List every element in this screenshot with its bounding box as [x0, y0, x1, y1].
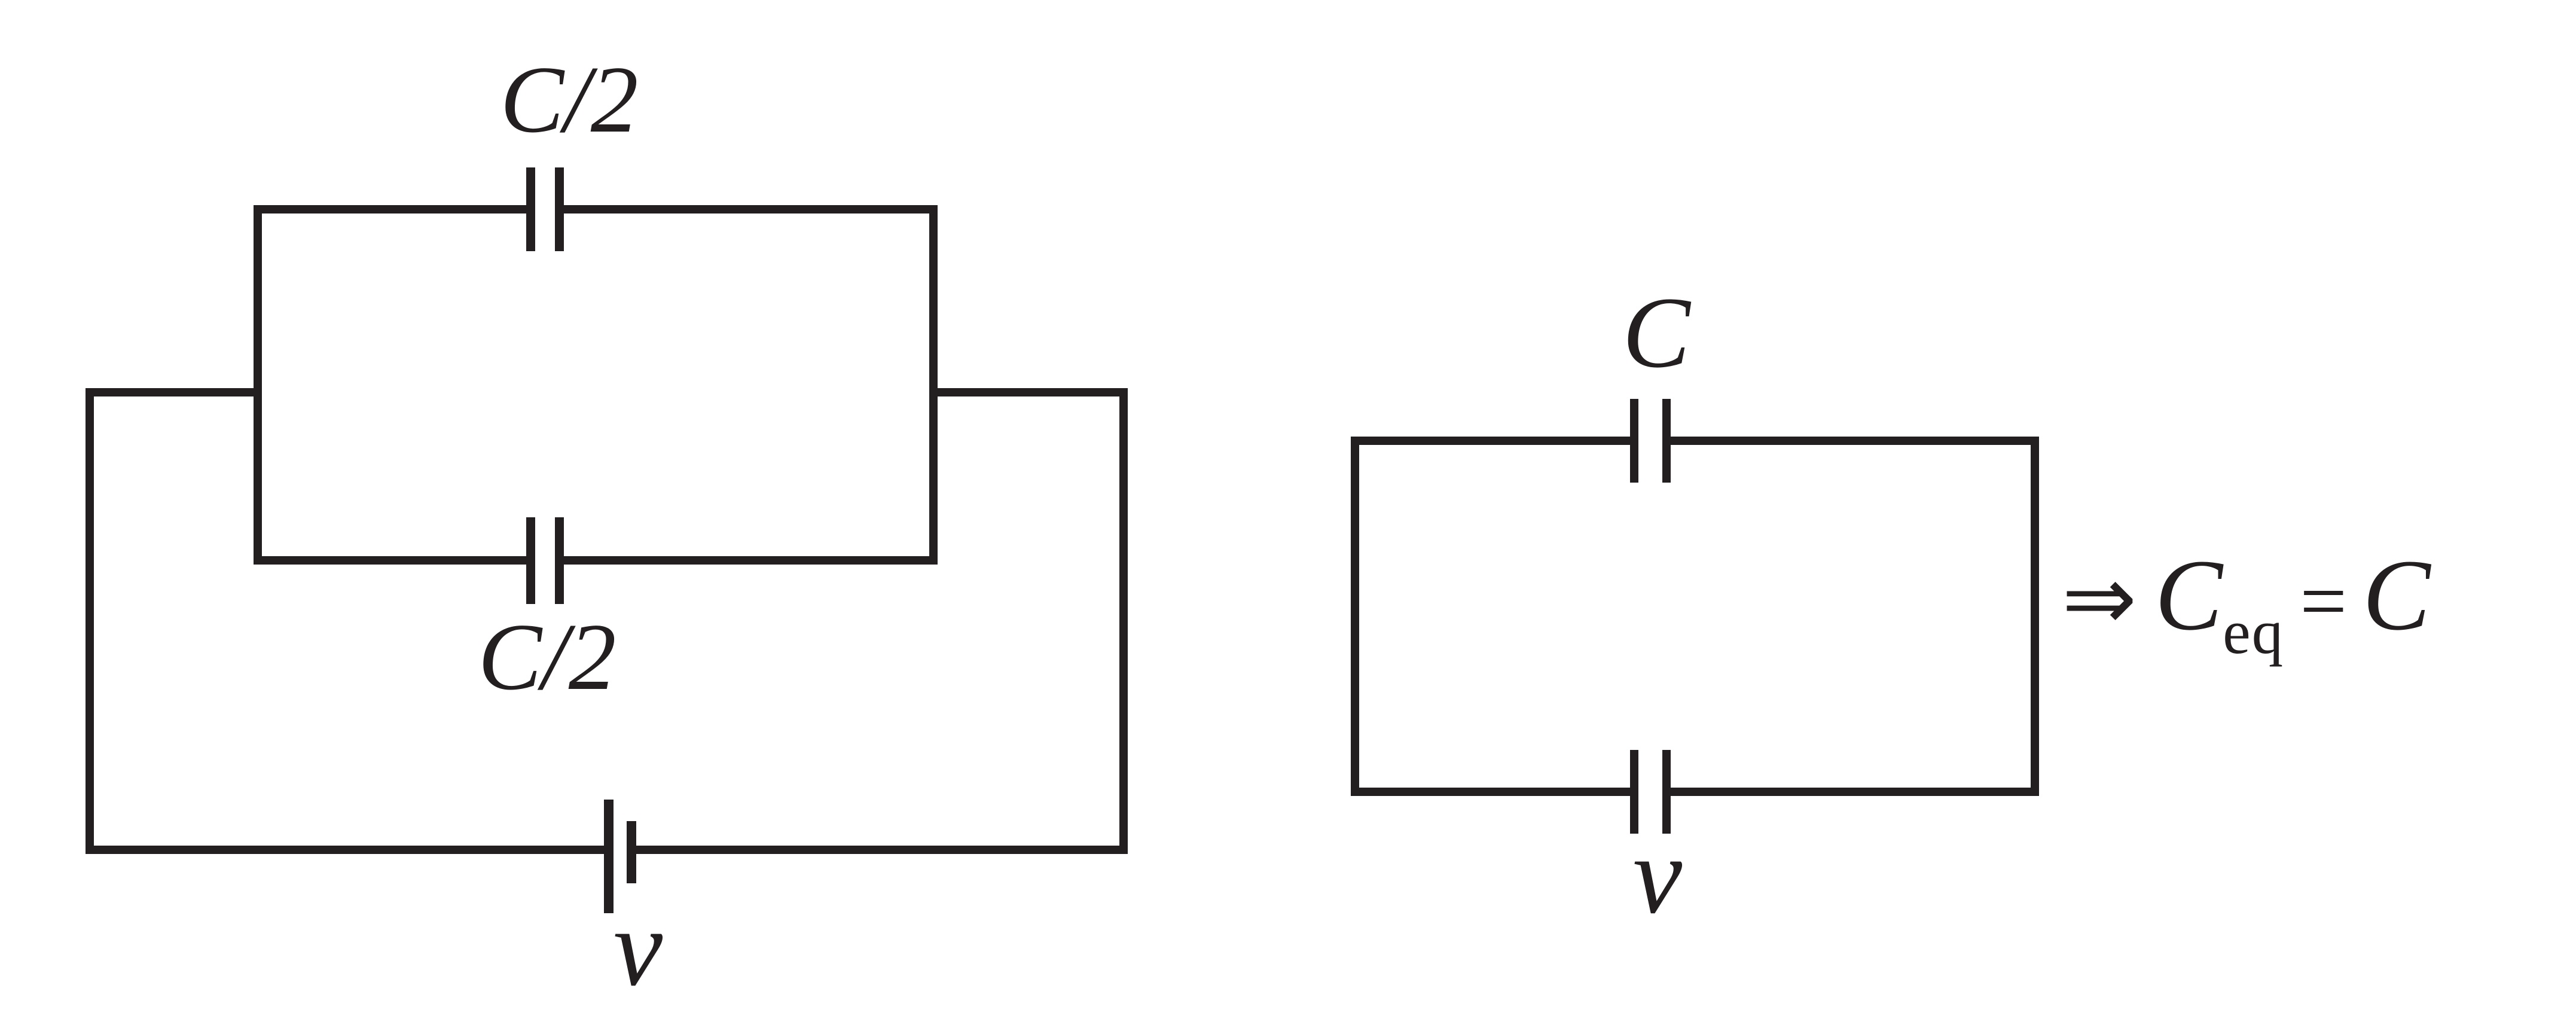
source-label: v: [1632, 814, 1683, 937]
cap-top-plate-left: [526, 167, 535, 251]
cap-plate-left: [1630, 399, 1638, 483]
outer-top-wire-right: [929, 388, 1128, 396]
inner-top-wire-right: [564, 205, 938, 213]
cap-plate-right: [1662, 399, 1671, 483]
left-wire: [1351, 437, 1359, 796]
top-wire-right: [1671, 437, 2039, 445]
bottom-wire-left: [1351, 788, 1630, 796]
inner-right-wire: [929, 205, 938, 565]
cap-mid-plate-right: [555, 517, 564, 604]
bottom-wire-right: [1671, 788, 2039, 796]
inner-top-wire-left: [254, 205, 526, 213]
outer-bottom-wire-right: [636, 846, 1128, 854]
equals-sign: =: [2300, 555, 2348, 648]
source-plate-left: [1630, 750, 1638, 834]
outer-left-wire: [86, 388, 94, 854]
cap-label: C: [1622, 276, 1690, 389]
cap-top-label: C/2: [500, 46, 639, 152]
top-wire-left: [1351, 437, 1630, 445]
formula-lhs-subscript: eq: [2223, 597, 2285, 667]
source-plate-right: [1662, 750, 1671, 834]
formula-lhs: C: [2154, 539, 2223, 651]
right-wire: [2031, 437, 2039, 796]
outer-bottom-wire-left: [86, 846, 604, 854]
formula-rhs: C: [2363, 539, 2431, 651]
source-plate-long: [604, 800, 614, 913]
source-label: v: [613, 886, 663, 1009]
outer-top-wire-left: [86, 388, 262, 396]
cap-top-plate-right: [555, 167, 564, 251]
implies-arrow-icon: ⇒: [2062, 547, 2137, 651]
source-plate-short: [627, 821, 636, 883]
equivalence-formula: ⇒ C eq = C: [2062, 539, 2431, 663]
outer-right-wire: [1119, 388, 1128, 854]
cap-mid-label: C/2: [478, 603, 616, 710]
inner-bottom-wire-left: [254, 556, 526, 565]
inner-bottom-wire-right: [564, 556, 938, 565]
inner-left-wire: [254, 205, 262, 565]
cap-mid-plate-left: [526, 517, 535, 604]
